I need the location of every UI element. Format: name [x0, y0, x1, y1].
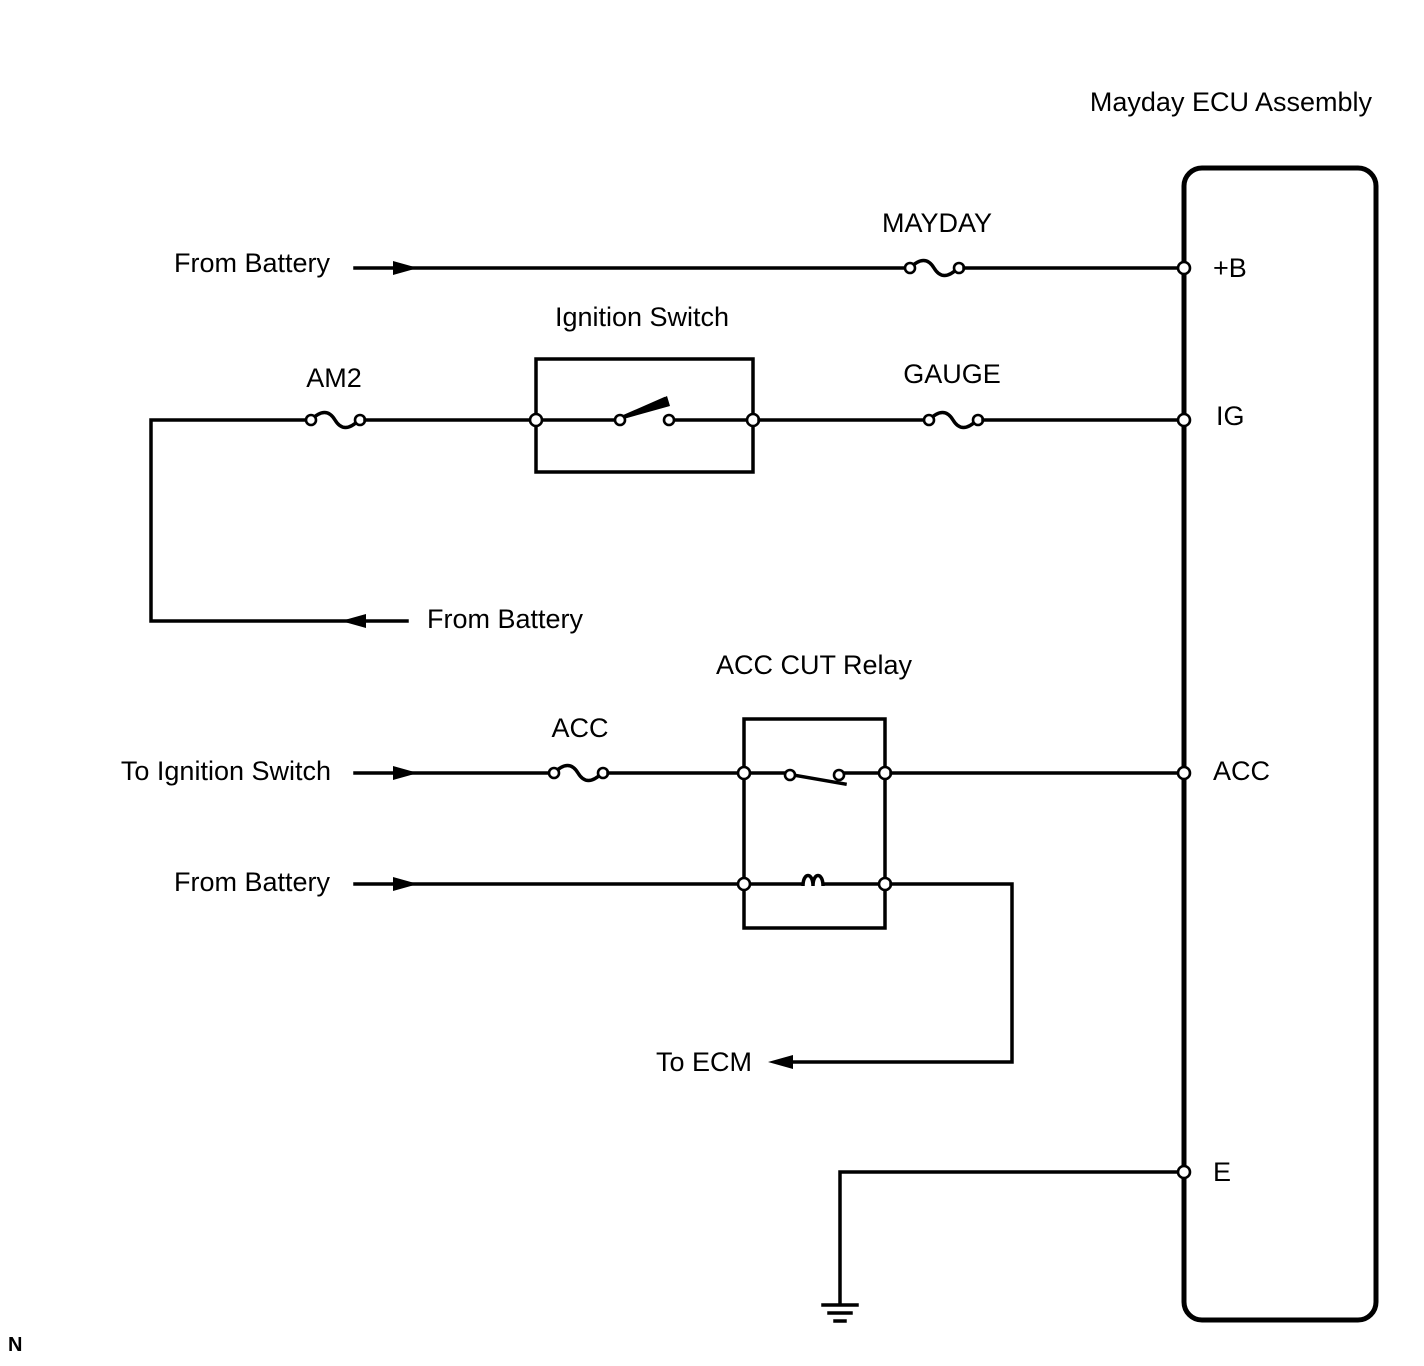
- ecu-terminal-e-label: E: [1213, 1157, 1231, 1187]
- ignition-switch-node: [662, 413, 676, 427]
- ecu-title: Mayday ECU Assembly: [1090, 87, 1373, 117]
- ignition-switch-node: [745, 412, 761, 428]
- fuse-terminal-node: [922, 413, 936, 427]
- relay-node: [736, 876, 752, 892]
- from-battery-label-b: From Battery: [174, 248, 331, 278]
- relay-node: [783, 768, 797, 782]
- arrow-right-icon: [393, 261, 418, 275]
- arrow-right-icon: [393, 877, 418, 891]
- ignition-switch-node: [613, 413, 627, 427]
- wire-coil-to-ecm: [783, 882, 1014, 1064]
- ecu-terminal-acc-node: [1176, 765, 1192, 781]
- ecu-terminal-ig-label: IG: [1216, 401, 1245, 431]
- fuse-am2-icon: [309, 410, 361, 430]
- arrow-left-icon: [768, 1055, 793, 1069]
- fuse-terminal-node: [547, 766, 561, 780]
- fuse-mayday-label: MAYDAY: [882, 208, 992, 238]
- ecu-terminal-e-node: [1176, 1164, 1192, 1180]
- relay-node: [832, 768, 846, 782]
- ecu-terminal-b-label: +B: [1213, 253, 1247, 283]
- from-battery-label-am2: From Battery: [427, 604, 584, 634]
- ecu-terminal-acc-label: ACC: [1213, 756, 1270, 786]
- fuse-acc-icon: [552, 763, 604, 783]
- arrow-right-icon: [393, 766, 418, 780]
- fuse-acc-label: ACC: [551, 713, 608, 743]
- ecu-terminal-ig-node: [1176, 412, 1192, 428]
- acc-cut-relay-box: [742, 717, 887, 930]
- relay-node: [736, 765, 752, 781]
- wire-ground: [838, 1170, 1180, 1305]
- from-battery-label-relay: From Battery: [174, 867, 331, 897]
- ignition-switch-lever: [620, 396, 670, 420]
- ecu-terminal-b-node: [1176, 260, 1192, 276]
- fuse-terminal-node: [903, 261, 917, 275]
- fuse-mayday-icon: [908, 258, 960, 278]
- relay-node: [877, 876, 893, 892]
- ignition-switch-label: Ignition Switch: [555, 302, 729, 332]
- fuse-terminal-node: [304, 413, 318, 427]
- wire-am2-loop: [149, 418, 409, 623]
- ecu-assembly-box: [1181, 165, 1379, 1323]
- arrow-left-icon: [341, 614, 366, 628]
- acc-cut-relay-label: ACC CUT Relay: [716, 650, 913, 680]
- to-ecm-label: To ECM: [656, 1047, 752, 1077]
- relay-contact-arm: [790, 772, 848, 787]
- corner-mark: N: [8, 1334, 22, 1356]
- fuse-gauge-label: GAUGE: [903, 359, 1001, 389]
- ground-icon: [821, 1303, 859, 1323]
- fuse-gauge-icon: [927, 410, 979, 430]
- to-ignition-switch-label: To Ignition Switch: [121, 756, 331, 786]
- relay-node: [877, 765, 893, 781]
- ignition-switch-node: [528, 412, 544, 428]
- relay-coil-icon: [801, 873, 825, 887]
- ignition-switch-box: [534, 357, 755, 474]
- fuse-am2-label: AM2: [306, 363, 362, 393]
